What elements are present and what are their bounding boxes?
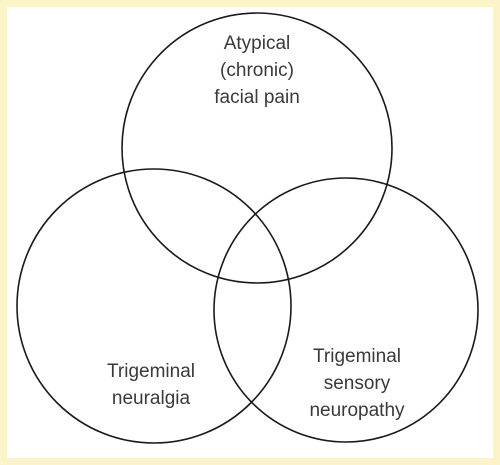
label-line: sensory bbox=[324, 373, 391, 394]
label-line: neuropathy bbox=[309, 400, 405, 421]
label-trigeminal-sensory-neuropathy: Trigeminal sensory neuropathy bbox=[309, 346, 405, 421]
label-trigeminal-neuralgia: Trigeminal neuralgia bbox=[107, 361, 195, 409]
circle-atypical-facial-pain bbox=[121, 12, 393, 284]
diagram-frame bbox=[7, 7, 493, 458]
label-line: (chronic) bbox=[220, 60, 294, 81]
circle-trigeminal-neuralgia bbox=[16, 168, 292, 444]
label-line: Trigeminal bbox=[313, 346, 401, 367]
label-line: facial pain bbox=[214, 87, 300, 108]
label-line: Trigeminal bbox=[107, 361, 195, 382]
label-line: Atypical bbox=[224, 33, 291, 54]
circle-trigeminal-sensory-neuropathy bbox=[213, 177, 479, 443]
label-line: neuralgia bbox=[112, 388, 191, 409]
label-atypical-facial-pain: Atypical (chronic) facial pain bbox=[214, 33, 300, 108]
